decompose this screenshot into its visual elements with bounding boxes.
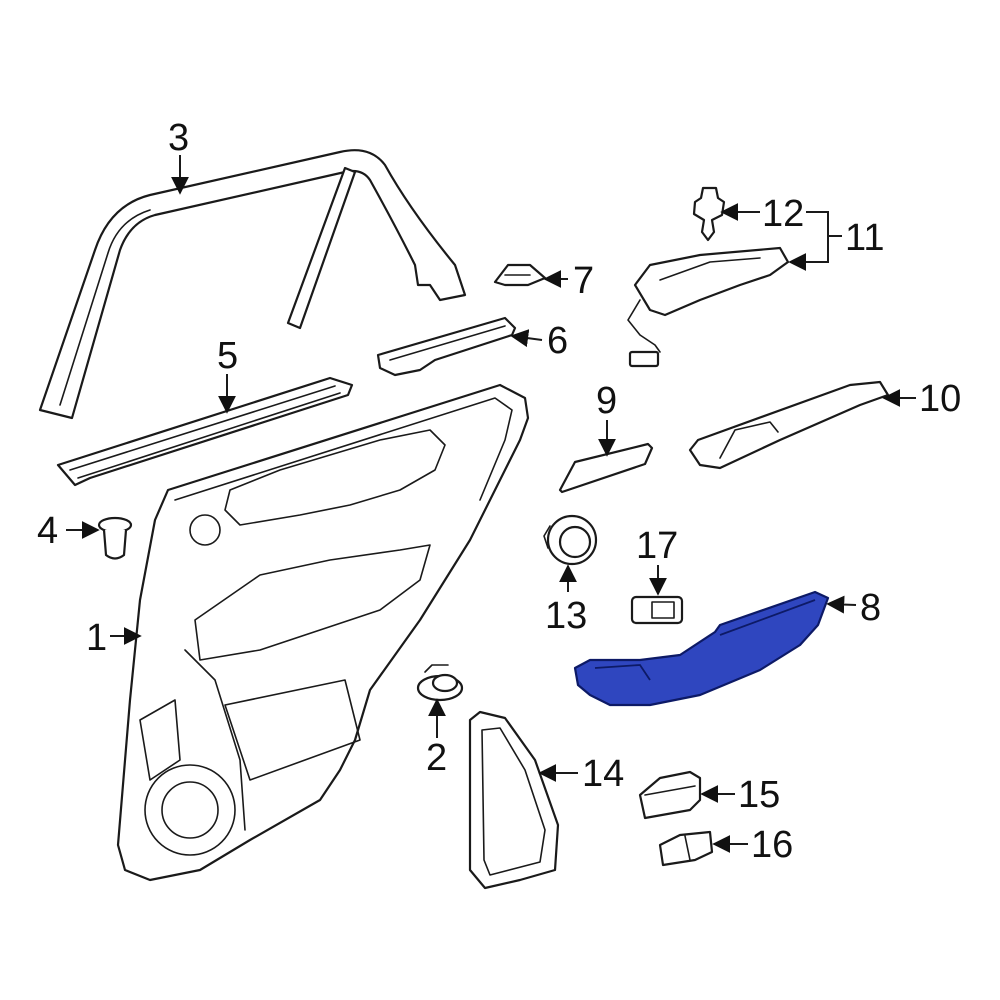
- part-16-cover: [658, 830, 714, 867]
- part-9-trim: [558, 442, 654, 494]
- part-17-switch: [630, 595, 684, 625]
- part-11-handle: [627, 246, 790, 368]
- part-3-window-molding: [38, 149, 467, 420]
- part-7-clip: [493, 263, 547, 287]
- part-15-cap: [638, 770, 702, 820]
- callout-11: 11: [845, 217, 884, 259]
- callout-7: 7: [573, 260, 594, 302]
- callout-17: 17: [636, 525, 678, 567]
- callout-13: 13: [545, 595, 587, 637]
- callout-1: 1: [86, 617, 107, 659]
- callout-2: 2: [426, 737, 447, 779]
- part-6-belt-strip: [376, 316, 517, 377]
- leader-lines: [66, 155, 916, 853]
- callout-3: 3: [168, 117, 189, 159]
- part-13-speaker-grille: [543, 514, 598, 566]
- part-2-retainer: [416, 664, 464, 702]
- part-8-armrest-highlighted: [573, 590, 830, 707]
- callout-8: 8: [860, 587, 881, 629]
- part-12-fastener: [692, 186, 726, 242]
- part-14-panel-piece: [468, 710, 560, 890]
- part-4-push-pin: [97, 516, 133, 560]
- callout-14: 14: [582, 753, 624, 795]
- part-10-armrest-cover: [688, 380, 890, 470]
- callout-6: 6: [547, 320, 568, 362]
- part-1-door-panel: [116, 383, 530, 882]
- callout-16: 16: [751, 824, 793, 866]
- callout-labels: 3 7 6 5 4 1 2 9 10 12 11 13 17 8 14 15 1…: [37, 117, 961, 866]
- callout-4: 4: [37, 510, 58, 552]
- callout-9: 9: [596, 380, 617, 422]
- callout-5: 5: [217, 335, 238, 377]
- part-5-weatherstrip: [56, 376, 354, 487]
- callout-15: 15: [738, 774, 780, 816]
- callout-10: 10: [919, 378, 961, 420]
- callout-12: 12: [762, 193, 804, 235]
